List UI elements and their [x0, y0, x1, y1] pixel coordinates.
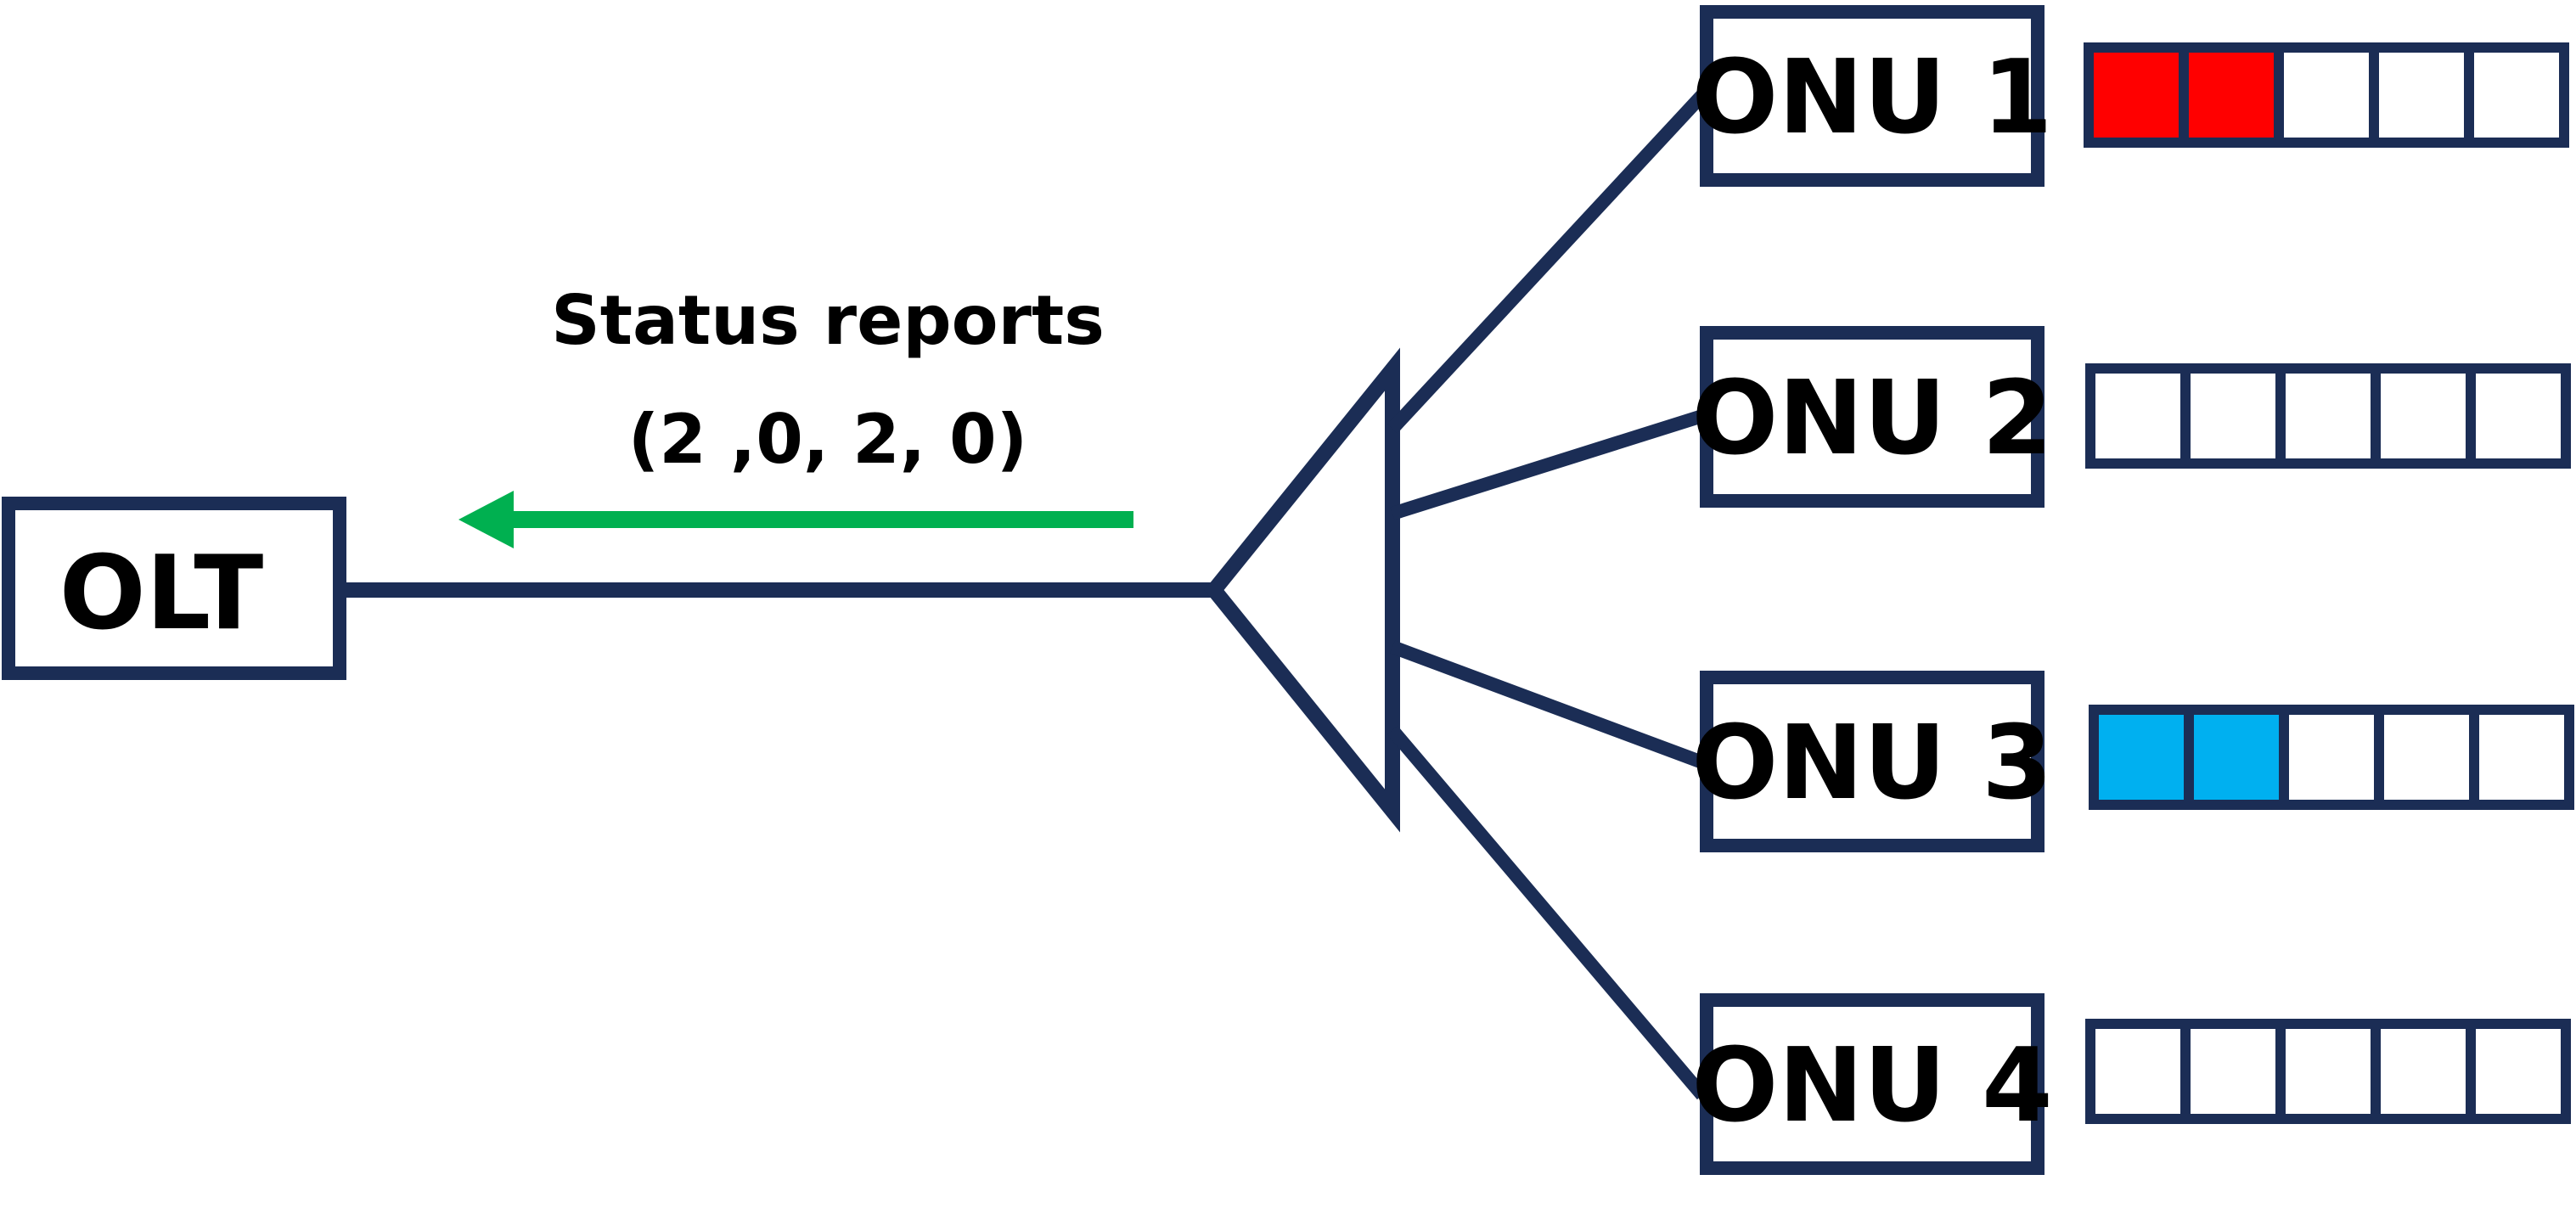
onu-3-queue [2089, 705, 2574, 810]
status-report-annotation: Status reports (2 ,0, 2, 0) [458, 281, 1133, 548]
queue-slot [2275, 363, 2381, 469]
onu-2-queue [2085, 363, 2571, 469]
queue-slot [2469, 705, 2574, 810]
onu-4: ONU 4 [1691, 993, 2571, 1175]
onu-3-label: ONU 3 [1691, 705, 2052, 823]
onu-2-label: ONU 2 [1691, 360, 2052, 478]
annotation-line-2: (2 ,0, 2, 0) [628, 400, 1028, 479]
queue-slot [2279, 705, 2384, 810]
onu-4-label: ONU 4 [1691, 1027, 2052, 1145]
branch-fiber-onu-3 [1390, 640, 1705, 769]
branch-fibers [1386, 90, 1708, 1100]
branch-fiber-onu-1 [1387, 90, 1707, 434]
queue-slot [2466, 363, 2571, 469]
olt-node: OLT [2, 497, 346, 680]
queue-slot [2371, 363, 2476, 469]
queue-slot [2184, 705, 2289, 810]
queue-slot [2180, 363, 2286, 469]
onu-2-box [1700, 326, 2044, 508]
branch-fiber-onu-2 [1390, 409, 1705, 520]
onu-1-queue [2084, 42, 2569, 148]
onu-1: ONU 1 [1691, 5, 2569, 187]
queue-slot [2085, 363, 2191, 469]
olt-label: OLT [59, 535, 264, 653]
onu-4-queue [2085, 1019, 2571, 1124]
queue-slot [2084, 42, 2189, 148]
queue-slot [2274, 42, 2379, 148]
onu-1-box [1700, 5, 2044, 187]
queue-slot [2089, 705, 2194, 810]
olt-box [2, 497, 346, 680]
queue-slot [2085, 1019, 2191, 1124]
onu-1-label: ONU 1 [1691, 39, 2052, 157]
onu-3: ONU 3 [1691, 671, 2574, 852]
onu-2: ONU 2 [1691, 326, 2571, 508]
queue-slot [2179, 42, 2284, 148]
queue-slot [2374, 705, 2479, 810]
branch-fiber-onu-4 [1386, 725, 1708, 1100]
queue-slot [2466, 1019, 2571, 1124]
queue-slot [2464, 42, 2569, 148]
onu-3-box [1700, 671, 2044, 852]
annotation-line-1: Status reports [551, 281, 1105, 360]
splitter [1204, 347, 1400, 833]
queue-slot [2275, 1019, 2381, 1124]
upstream-arrow-head [458, 491, 514, 548]
onu-4-box [1700, 993, 2044, 1175]
queue-slot [2371, 1019, 2476, 1124]
queue-slot [2369, 42, 2474, 148]
queue-slot [2180, 1019, 2286, 1124]
